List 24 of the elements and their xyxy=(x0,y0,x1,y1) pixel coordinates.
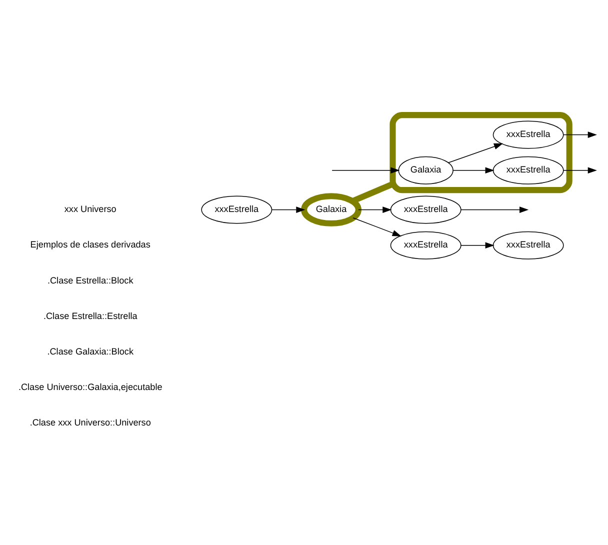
arrow xyxy=(452,166,494,174)
label: .Clase Estrella::Estrella xyxy=(43,310,138,320)
node-ellipse: xxxEstrella xyxy=(390,195,462,224)
arrow xyxy=(271,206,306,212)
label: .Clase Estrella::Block xyxy=(47,274,134,285)
arrow xyxy=(358,206,392,212)
arrow xyxy=(332,166,400,174)
node-ellipse: Galaxia xyxy=(398,156,454,184)
node-ellipse: xxxEstrella xyxy=(492,230,564,259)
arrow xyxy=(563,166,597,174)
node-ellipse: Galaxia xyxy=(301,192,362,226)
arrow xyxy=(460,242,494,248)
label: .Clase xxx Universo::Universo xyxy=(30,417,151,428)
connector xyxy=(351,180,394,204)
label: .Clase Galaxia::Block xyxy=(47,346,134,356)
label: Ejemplos de clases derivadas xyxy=(30,239,150,250)
arrow xyxy=(563,131,597,138)
arrow xyxy=(448,142,504,163)
label: .Clase Universo::Galaxia,ejecutable xyxy=(18,382,162,392)
arrow xyxy=(460,206,529,212)
node-ellipse: xxxEstrella xyxy=(201,195,272,224)
node-ellipse: xxxEstrella xyxy=(492,156,564,184)
label: xxx Universo xyxy=(64,204,116,214)
arrow xyxy=(352,216,402,236)
